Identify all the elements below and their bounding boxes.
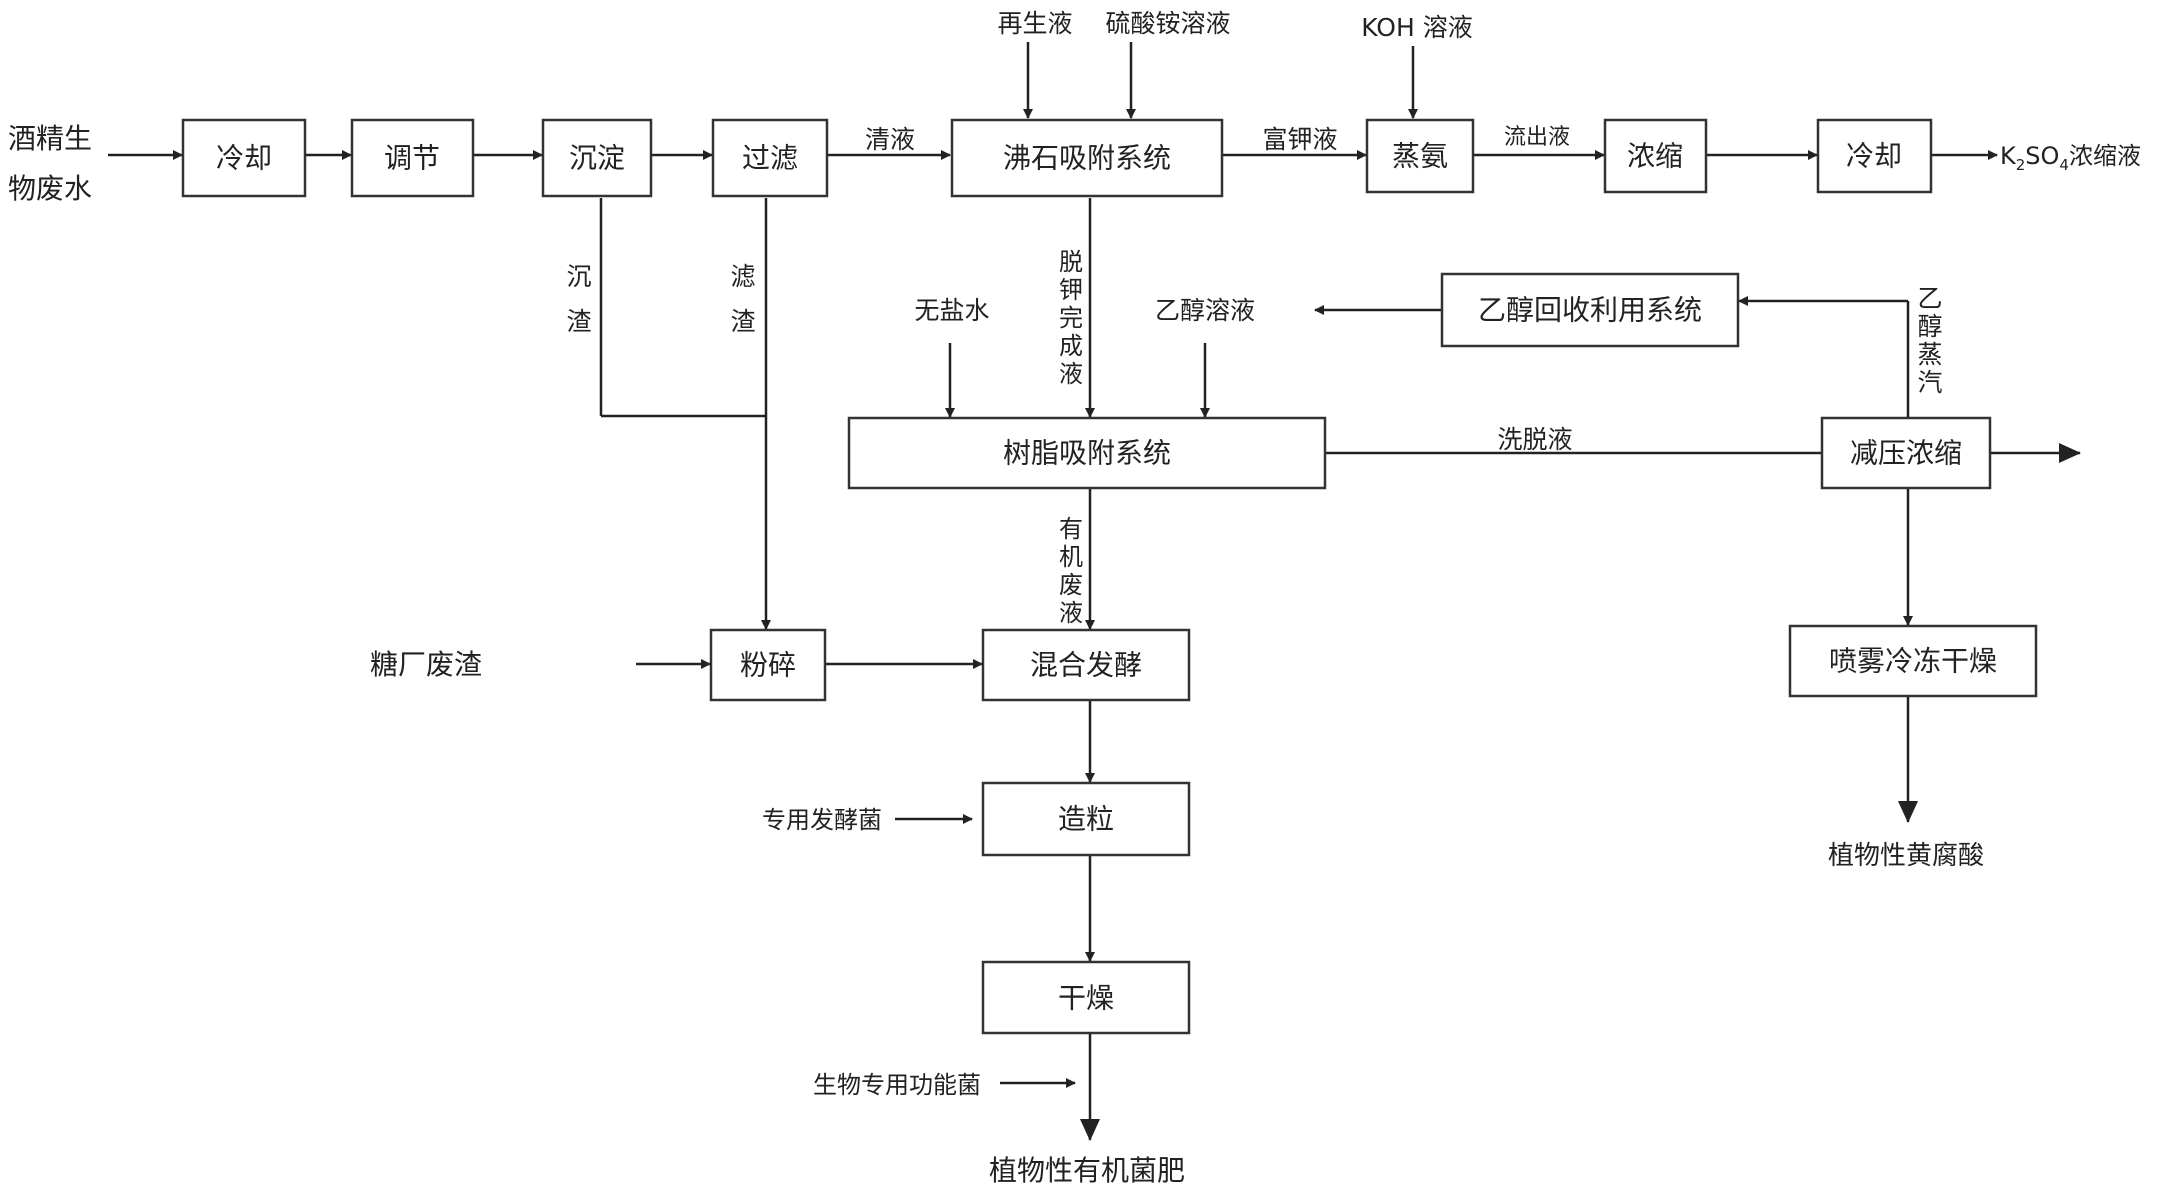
effluent-label: 流出液 — [1504, 125, 1570, 150]
organic-waste-label-3: 废 — [1059, 571, 1083, 599]
adjust-box — [350, 118, 475, 198]
vacuum-box — [1820, 416, 1992, 490]
cool-box-1-label: 冷却 — [216, 142, 272, 175]
spray-box-label: 喷雾冷冻干燥 — [1829, 645, 1997, 678]
resin-box — [847, 416, 1327, 490]
text-labels: 酒精生 物废水 再生液 硫酸铵溶液 KOH 溶液 清液 富钾液 流出液 K2SO… — [8, 9, 2141, 1187]
fertilizer-output-label: 植物性有机菌肥 — [989, 1154, 1185, 1187]
spray-box — [1788, 624, 2038, 698]
filter-residue-label-2: 渣 — [730, 307, 755, 336]
ethanol-recovery-box — [1440, 272, 1740, 348]
source-label-line2: 物废水 — [8, 172, 92, 205]
regen-label: 再生液 — [997, 9, 1072, 38]
crush-box-label: 粉碎 — [740, 649, 796, 682]
filter-residue-label-1: 滤 — [730, 262, 755, 291]
ethanol-vapor-label-1: 乙 — [1917, 284, 1942, 313]
cool-box-1 — [181, 118, 307, 198]
dek-label-2: 钾 — [1059, 276, 1083, 304]
sugar-residue-label: 糖厂废渣 — [370, 648, 482, 681]
ethanol-vapor-label-4: 汽 — [1917, 368, 1942, 397]
dek-label-5: 液 — [1059, 360, 1083, 388]
dry-box — [981, 960, 1191, 1035]
granulate-box — [981, 781, 1191, 857]
flow-lines — [108, 42, 2081, 1141]
mix-box — [981, 628, 1191, 702]
dek-label-3: 完 — [1059, 304, 1083, 332]
rich-k-label: 富钾液 — [1262, 125, 1337, 154]
koh-label: KOH 溶液 — [1361, 13, 1472, 42]
zeolite-box — [950, 118, 1224, 198]
mix-box-label: 混合发酵 — [1030, 649, 1142, 682]
ethanol-vapor-label-2: 醇 — [1917, 312, 1942, 341]
k2so4-output-label: K2SO4浓缩液 — [2000, 142, 2141, 174]
ammonia-box — [1365, 118, 1475, 194]
vacuum-box-label: 减压浓缩 — [1850, 437, 1962, 470]
ethanol-sol-label: 乙醇溶液 — [1155, 296, 1255, 325]
process-boxes: 冷却 调节 沉淀 过滤 沸石吸附系统 蒸氨 浓缩 冷却 乙醇回收利用系统 树脂吸… — [181, 118, 2038, 1035]
crush-box — [709, 628, 827, 702]
ferment-bacteria-label: 专用发酵菌 — [762, 806, 882, 834]
granulate-box-label: 造粒 — [1058, 803, 1114, 836]
ethanol-recovery-box-label: 乙醇回收利用系统 — [1478, 294, 1702, 327]
ammonia-box-label: 蒸氨 — [1392, 140, 1448, 173]
sediment-label-2: 渣 — [566, 307, 591, 336]
dry-box-label: 干燥 — [1058, 982, 1114, 1015]
filter-box-label: 过滤 — [742, 142, 798, 175]
eluate-label: 洗脱液 — [1497, 425, 1572, 454]
settle-box — [541, 118, 653, 198]
dek-label-4: 成 — [1059, 332, 1083, 360]
filter-box — [711, 118, 829, 198]
salt-free-water-label: 无盐水 — [914, 296, 989, 325]
dek-label-1: 脱 — [1059, 248, 1083, 276]
settle-box-label: 沉淀 — [569, 142, 625, 175]
clear-liquid-label: 清液 — [865, 125, 915, 154]
organic-waste-label-4: 液 — [1059, 599, 1083, 627]
concentrate-box-label: 浓缩 — [1627, 140, 1683, 173]
organic-waste-label-2: 机 — [1059, 543, 1083, 571]
organic-waste-label-1: 有 — [1059, 515, 1083, 543]
zeolite-box-label: 沸石吸附系统 — [1003, 142, 1171, 175]
source-label-line1: 酒精生 — [8, 122, 92, 155]
sediment-label-1: 沉 — [566, 262, 591, 291]
ammonium-sulfate-label: 硫酸铵溶液 — [1105, 9, 1230, 38]
ethanol-vapor-label-3: 蒸 — [1917, 340, 1942, 369]
cool-box-2 — [1816, 118, 1933, 194]
resin-box-label: 树脂吸附系统 — [1003, 437, 1171, 470]
cool-box-2-label: 冷却 — [1846, 140, 1902, 173]
concentrate-box — [1603, 118, 1708, 194]
adjust-box-label: 调节 — [384, 142, 440, 175]
functional-bacteria-label: 生物专用功能菌 — [813, 1071, 981, 1099]
fulvic-output-label: 植物性黄腐酸 — [1828, 841, 1984, 871]
